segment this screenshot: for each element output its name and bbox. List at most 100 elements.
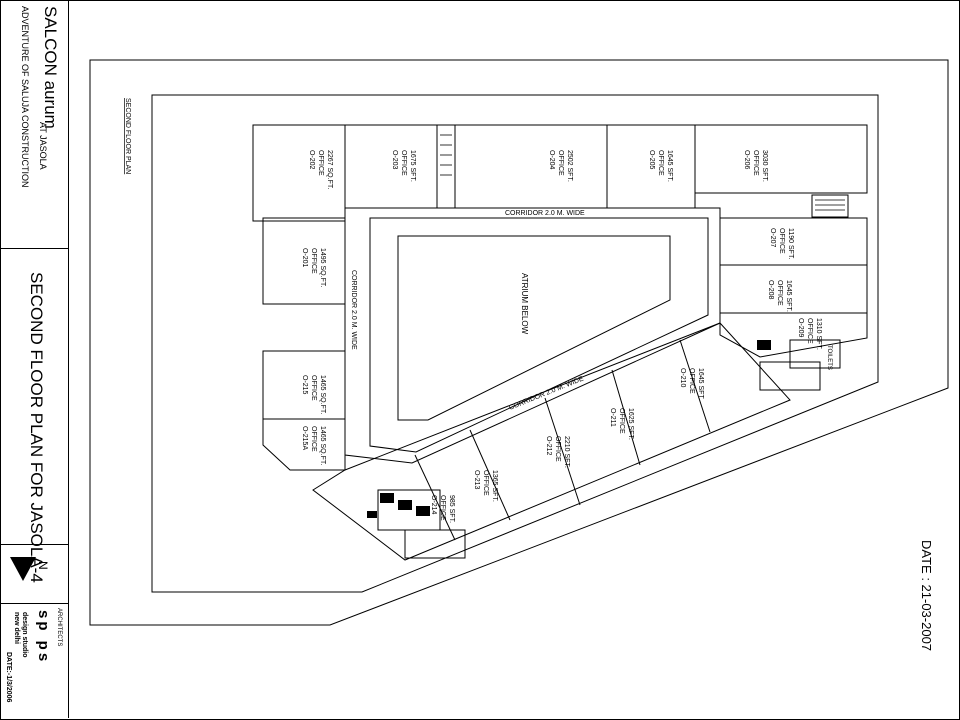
- office-number: O-201: [301, 248, 308, 268]
- corridor-top-label: CORRIDOR 2.0 M. WIDE: [505, 210, 585, 217]
- title-block: SALCON aurum AT JASOLA ADVENTURE OF SALU…: [0, 0, 69, 718]
- office-use: OFFICE: [752, 150, 759, 176]
- lift-core: [757, 340, 771, 350]
- office-o-203-room: [344, 124, 438, 209]
- wing-divider-2: [611, 369, 641, 466]
- lift-core: [367, 511, 377, 518]
- office-area: 1310 SFT.: [815, 318, 822, 350]
- wing-divider-3: [544, 397, 581, 506]
- title-divider-3: [0, 603, 68, 604]
- lift-top: [811, 194, 849, 218]
- office-number: O-215: [301, 375, 308, 395]
- office-area: 2502 SFT.: [566, 150, 573, 182]
- corridor-inner: [369, 217, 709, 453]
- office-o-208-room: [719, 264, 868, 314]
- stair-top: [436, 124, 456, 209]
- office-area: 2267 SQ.FT.: [326, 150, 333, 189]
- wing-divider-1: [679, 339, 711, 433]
- office-use: OFFICE: [806, 318, 813, 344]
- office-o-206-room: [694, 124, 868, 194]
- office-area: 1645 SFT.: [666, 150, 673, 182]
- office-number: O-215A: [301, 426, 308, 450]
- toilets-room: [789, 339, 841, 369]
- office-area: 2210 SFT.: [563, 436, 570, 468]
- office-use: OFFICE: [657, 150, 664, 176]
- wing-divider-4: [469, 429, 511, 521]
- office-number: O-208: [767, 280, 774, 300]
- atrium-label: ATRIUM BELOW: [520, 273, 529, 335]
- office-number: O-209: [797, 318, 804, 338]
- lift-core: [380, 493, 394, 503]
- office-area: 1645 SFT.: [697, 368, 704, 400]
- office-use: OFFICE: [482, 470, 489, 496]
- office-number: O-214: [430, 495, 437, 515]
- office-number: O-203: [391, 150, 398, 170]
- site-boundary: [89, 59, 949, 626]
- lift-core: [416, 506, 430, 516]
- office-number: O-213: [473, 470, 480, 490]
- office-use: OFFICE: [778, 228, 785, 254]
- office-use: OFFICE: [776, 280, 783, 306]
- office-use: OFFICE: [557, 150, 564, 176]
- office-use: OFFICE: [439, 495, 446, 521]
- office-use: OFFICE: [554, 436, 561, 462]
- toilets-label: TOILETS: [826, 345, 832, 370]
- office-use: OFFICE: [618, 408, 625, 434]
- office-number: O-202: [308, 150, 315, 170]
- stair-bottom: [404, 529, 466, 559]
- office-o-215a-room: [262, 418, 346, 471]
- office-area: 1465 SQ.FT.: [319, 375, 326, 414]
- lift-core: [398, 500, 412, 510]
- office-area: 1645 SFT.: [785, 280, 792, 312]
- plan-heading: SECOND FLOOR PLAN: [124, 98, 131, 174]
- atrium-void: [397, 235, 671, 421]
- corridor-diag-label: CORRIDOR 2.0 M. WIDE: [508, 375, 585, 411]
- title-divider-1: [0, 248, 68, 249]
- office-use: OFFICE: [400, 150, 407, 176]
- office-area: 1675 SFT.: [409, 150, 416, 182]
- diagonal-wing: [312, 322, 791, 561]
- office-area: 1190 SFT.: [787, 228, 794, 259]
- office-use: OFFICE: [310, 426, 317, 452]
- stair-right: [759, 361, 821, 391]
- office-number: O-204: [548, 150, 555, 170]
- office-use: OFFICE: [310, 375, 317, 401]
- office-number: O-206: [743, 150, 750, 170]
- office-o-204-room: [454, 124, 608, 209]
- corridor-outer: [344, 207, 721, 464]
- office-o-209-room: [719, 312, 868, 358]
- corridor-left-label: CORRIDOR 2.0 M. WIDE: [350, 270, 357, 350]
- office-number: O-211: [609, 408, 616, 427]
- title-divider-2: [0, 544, 68, 545]
- office-area: 1465 SQ.FT.: [319, 426, 326, 465]
- office-area: 3030 SFT.: [761, 150, 768, 182]
- building-outline: [151, 94, 879, 593]
- office-use: OFFICE: [688, 368, 695, 394]
- office-number: O-205: [648, 150, 655, 170]
- office-area: 1625 SFT.: [627, 408, 634, 440]
- date-label: DATE : 21-03-2007: [919, 540, 934, 651]
- office-use: OFFICE: [310, 248, 317, 274]
- office-use: OFFICE: [317, 150, 324, 176]
- office-area: 1495 SQ.FT.: [319, 248, 326, 287]
- office-number: O-210: [679, 368, 686, 388]
- office-area: 1365 SFT.: [491, 470, 498, 502]
- wing-divider-5: [414, 454, 456, 541]
